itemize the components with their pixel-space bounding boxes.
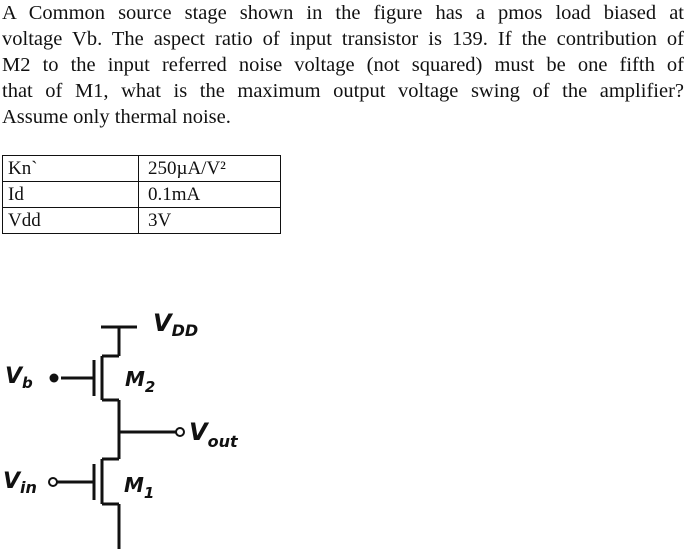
m1-label: M1 xyxy=(124,473,154,502)
problem-line: A Common source stage shown in the figur… xyxy=(2,2,684,24)
problem-statement: A Common source stage shown in the figur… xyxy=(2,0,692,130)
problem-line: M2 to the input referred noise voltage (… xyxy=(2,54,684,76)
table-row: Vdd 3V xyxy=(2,207,281,234)
vb-label: Vb xyxy=(5,364,33,392)
problem-line: voltage Vb. The aspect ratio of input tr… xyxy=(2,28,684,50)
problem-line: Assume only thermal noise. xyxy=(2,106,231,128)
vb-terminal xyxy=(49,373,59,383)
problem-line: that of M1, what is the maximum output v… xyxy=(2,80,684,102)
vout-label: Vout xyxy=(189,418,239,451)
parameter-table: Kn` 250µA/V² Id 0.1mA Vdd 3V xyxy=(2,155,281,234)
vin-label: Vin xyxy=(3,469,37,497)
circuit-wires xyxy=(57,325,176,549)
table-row: Kn` 250µA/V² xyxy=(2,155,281,182)
vdd-label: VDD xyxy=(153,309,198,340)
param-value: 3V xyxy=(138,207,281,234)
param-value: 0.1mA xyxy=(138,181,281,208)
m2-label: M2 xyxy=(125,367,155,396)
vin-terminal xyxy=(48,477,58,487)
param-name: Kn` xyxy=(2,155,139,182)
param-name: Vdd xyxy=(2,207,139,234)
table-row: Id 0.1mA xyxy=(2,181,281,208)
param-value: 250µA/V² xyxy=(138,155,281,182)
vout-terminal xyxy=(175,427,185,437)
